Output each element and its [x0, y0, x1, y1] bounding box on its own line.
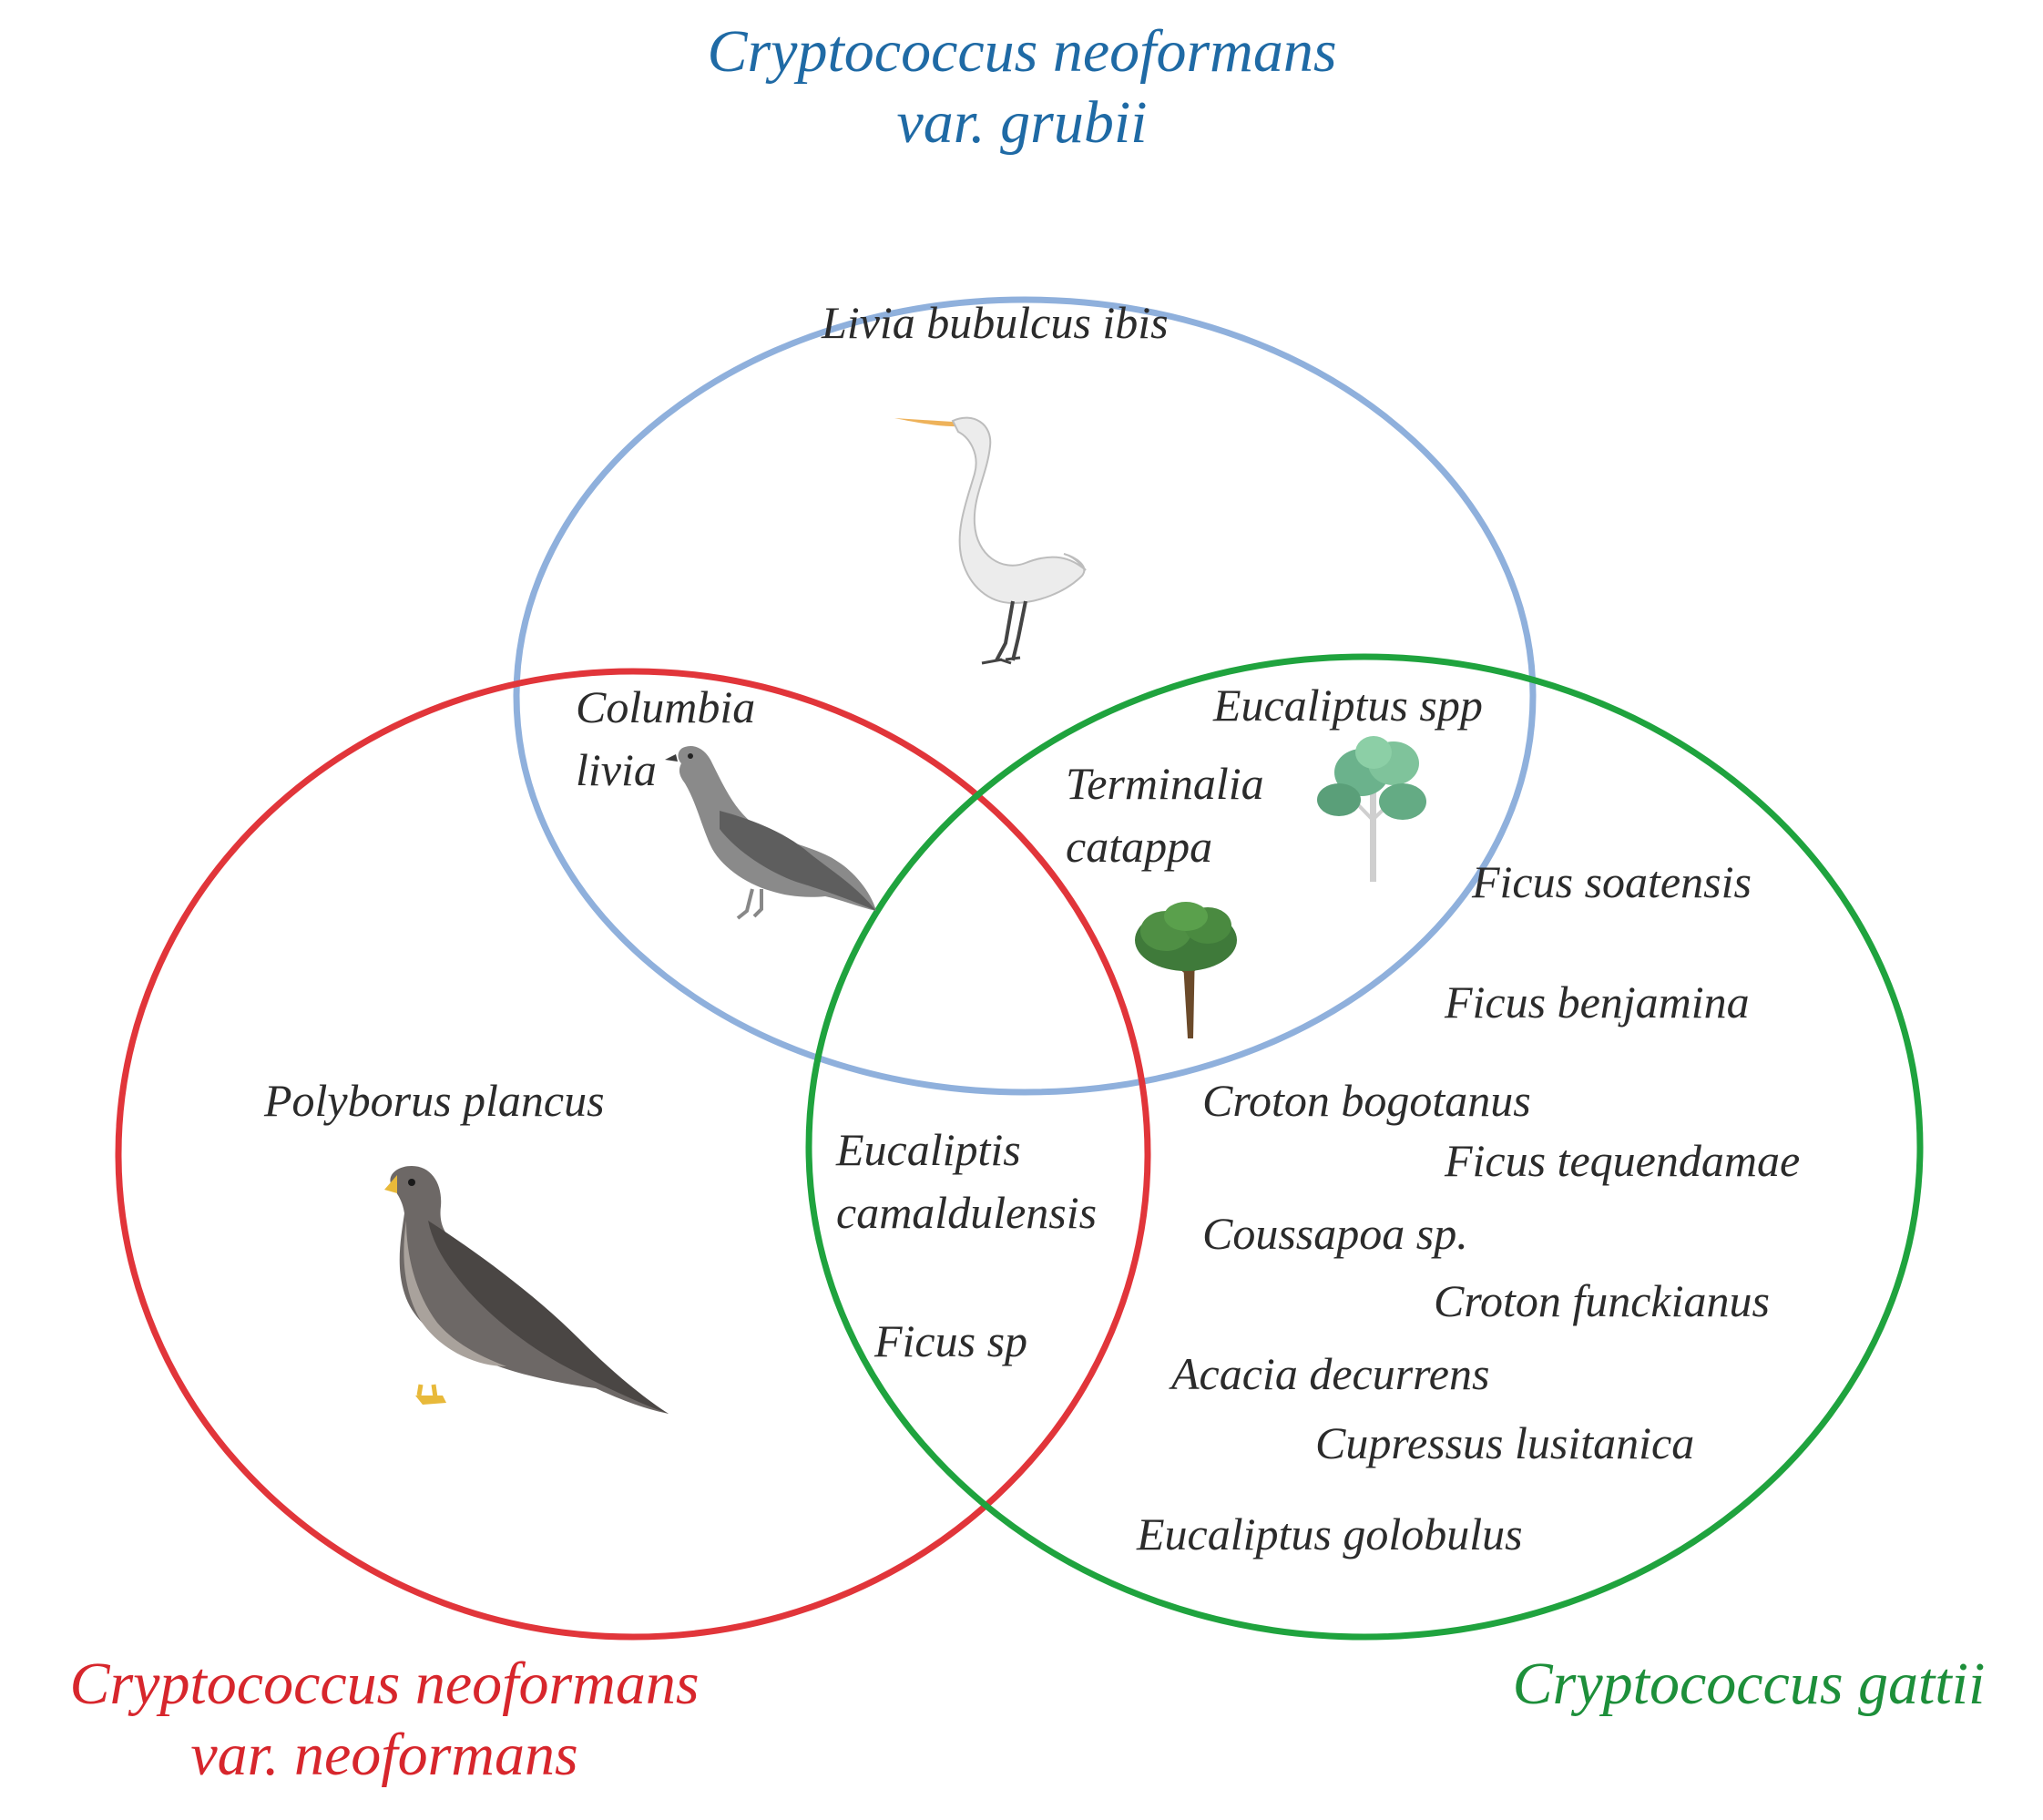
falcon-icon — [384, 1166, 669, 1414]
ficus-soatensis-label: Ficus soatensis — [1472, 856, 1752, 907]
coussapoa-sp-label: Coussapoa sp. — [1202, 1208, 1468, 1259]
neoformans-title: Cryptococcus neoformans var. neoformans — [20, 1649, 749, 1791]
eucaliptus-spp-label: Eucaliptus spp — [1213, 680, 1483, 731]
croton-bogotanus-label: Croton bogotanus — [1202, 1075, 1531, 1126]
neoformans-title-line2: var. neoformans — [190, 1721, 578, 1788]
egret-icon — [894, 416, 1087, 665]
egret-species-label: Livia bubulcus ibis — [822, 297, 1169, 348]
eucaliptis-camaldulensis-label: Eucaliptis camaldulensis — [836, 1119, 1097, 1244]
terminalia-label-line2: catappa — [1066, 821, 1213, 872]
terminalia-label-line1: Terminalia — [1066, 758, 1264, 809]
terminalia-catappa-label: Terminalia catappa — [1066, 752, 1264, 878]
neoformans-circle — [115, 668, 1151, 1641]
gattii-title: Cryptococcus gattii — [1476, 1649, 2022, 1720]
grubii-title-line2: var. grubii — [896, 88, 1148, 156]
eucalyptus-tree-icon — [1317, 736, 1426, 882]
eucaliptus-golobulus-label: Eucaliptus golobulus — [1137, 1508, 1523, 1559]
ficus-tequendamae-label: Ficus tequendamae — [1445, 1135, 1801, 1186]
gattii-circle — [805, 653, 1924, 1641]
terminalia-tree-icon — [1135, 902, 1237, 1038]
pigeon-species-label-line2: livia — [576, 744, 657, 795]
pigeon-icon — [665, 745, 876, 920]
grubii-circle — [513, 296, 1537, 1096]
ficus-sp-label: Ficus sp — [874, 1315, 1028, 1366]
croton-funckianus-label: Croton funckianus — [1434, 1275, 1770, 1326]
neoformans-title-line1: Cryptococcus neoformans — [69, 1651, 700, 1717]
pigeon-species-label: Columbia livia — [576, 676, 755, 802]
camaldulensis-line1: Eucaliptis — [836, 1124, 1021, 1175]
grubii-title-line1: Cryptococcus neoformans — [707, 18, 1337, 85]
acacia-decurrens-label: Acacia decurrens — [1171, 1348, 1490, 1399]
falcon-species-label: Polyborus plancus — [264, 1075, 605, 1126]
pigeon-species-label-line1: Columbia — [576, 681, 756, 732]
ficus-benjamina-label: Ficus benjamina — [1445, 976, 1750, 1028]
camaldulensis-line2: camaldulensis — [836, 1187, 1098, 1238]
gattii-title-line1: Cryptococcus gattii — [1512, 1651, 1986, 1717]
grubii-title: Cryptococcus neoformans var. grubii — [658, 16, 1386, 158]
cupressus-lusitanica-label: Cupressus lusitanica — [1315, 1417, 1695, 1468]
